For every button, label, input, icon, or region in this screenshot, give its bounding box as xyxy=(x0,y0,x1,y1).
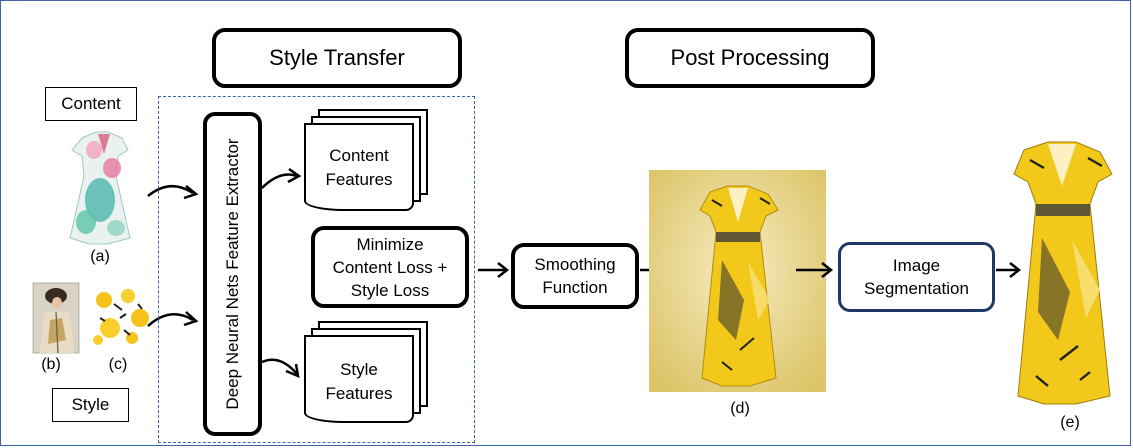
post-processing-title: Post Processing xyxy=(625,28,875,88)
content-dress-image xyxy=(69,131,131,245)
minimize-line2: Content Loss + xyxy=(332,257,448,277)
style-pattern-image xyxy=(92,288,149,346)
style-label: Style xyxy=(52,388,129,422)
style-photo-image xyxy=(32,282,80,354)
feature-extractor-box: Deep Neural Nets Feature Extractor xyxy=(203,112,262,436)
caption-d: (d) xyxy=(730,400,750,417)
caption-b: (b) xyxy=(41,356,61,373)
style-transfer-title: Style Transfer xyxy=(212,28,462,88)
smoothing-line2: Function xyxy=(542,278,608,297)
minimize-loss-box: Minimize Content Loss + Style Loss xyxy=(311,226,469,308)
image-segmentation-box: Image Segmentation xyxy=(838,242,995,312)
caption-c: (c) xyxy=(108,356,128,373)
smoothing-function-box: Smoothing Function xyxy=(511,243,639,309)
content-label: Content xyxy=(45,87,137,121)
style-features-line1: Style xyxy=(340,360,378,379)
feature-extractor-label: Deep Neural Nets Feature Extractor xyxy=(222,138,242,410)
minimize-line1: Minimize xyxy=(356,234,424,254)
segmentation-line2: Segmentation xyxy=(864,279,969,298)
minimize-line3: Style Loss xyxy=(350,280,430,300)
segmentation-line1: Image xyxy=(892,256,941,275)
caption-e: (e) xyxy=(1060,414,1080,431)
style-features-line2: Features xyxy=(325,384,393,403)
content-features-line2: Features xyxy=(325,170,393,189)
content-features-line1: Content xyxy=(329,146,389,165)
smoothed-dress-image xyxy=(699,185,779,387)
caption-a: (a) xyxy=(90,248,110,265)
smoothing-line1: Smoothing xyxy=(534,255,616,274)
style-transfer-region xyxy=(158,96,475,443)
segmented-dress-image xyxy=(1013,141,1113,405)
